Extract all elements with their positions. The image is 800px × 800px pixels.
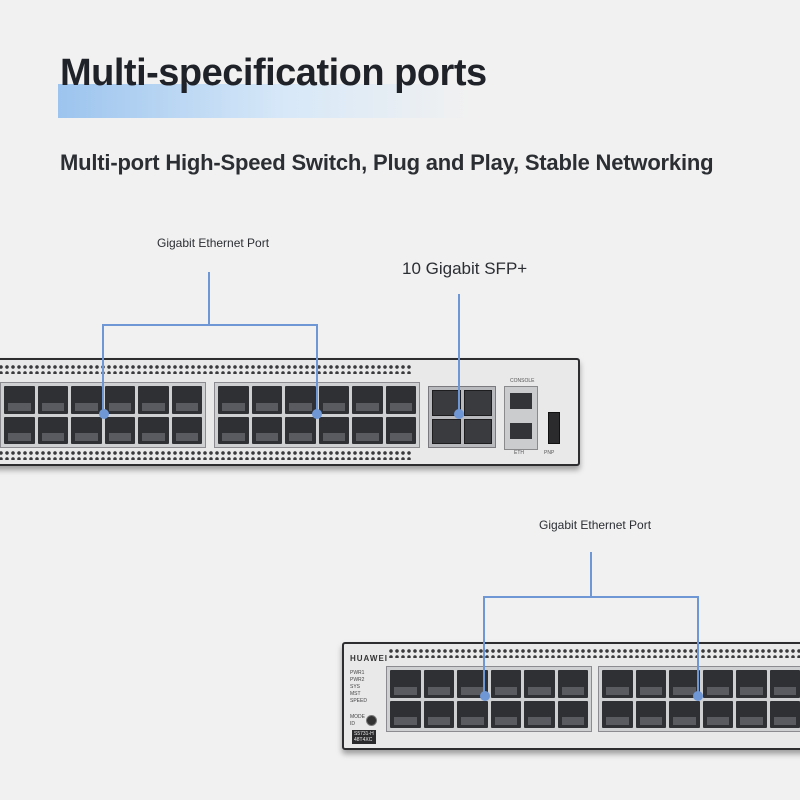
page-title: Multi-specification ports: [60, 52, 487, 94]
sfp-port[interactable]: [463, 390, 492, 416]
switch-top: CONSOLE ETH PNP: [0, 358, 580, 466]
rj45-port[interactable]: [736, 670, 767, 698]
rj45-port[interactable]: [37, 416, 68, 444]
rj45-port[interactable]: [669, 700, 700, 728]
callout-bracket: [102, 324, 318, 416]
callout-dot: [99, 409, 109, 419]
mode-label: MODE ID: [350, 714, 365, 727]
rj45-port[interactable]: [490, 670, 521, 698]
rj45-port-block: [0, 382, 206, 448]
brand-logo: HUAWEI: [350, 654, 388, 663]
rj45-port[interactable]: [138, 386, 169, 414]
rj45-port[interactable]: [251, 416, 282, 444]
rj45-port[interactable]: [218, 386, 249, 414]
rj45-port[interactable]: [285, 386, 316, 414]
mode-button[interactable]: [366, 715, 377, 726]
rj45-port[interactable]: [423, 670, 454, 698]
callout-label-gigabit-top: Gigabit Ethernet Port: [157, 236, 270, 250]
rj45-port[interactable]: [4, 416, 35, 444]
rj45-port[interactable]: [218, 416, 249, 444]
callout-label-sfp: 10 Gigabit SFP+: [402, 259, 528, 278]
console-label: CONSOLE: [510, 378, 535, 384]
vent-strip: [0, 364, 412, 374]
rj45-port[interactable]: [385, 416, 416, 444]
rj45-port[interactable]: [385, 386, 416, 414]
rj45-port[interactable]: [104, 386, 135, 414]
rj45-port[interactable]: [138, 416, 169, 444]
rj45-port[interactable]: [635, 670, 666, 698]
rj45-port[interactable]: [4, 386, 35, 414]
rj45-port[interactable]: [635, 700, 666, 728]
rj45-port[interactable]: [71, 386, 102, 414]
rj45-port[interactable]: [524, 700, 555, 728]
rj45-port[interactable]: [104, 416, 135, 444]
callout-dot: [312, 409, 322, 419]
callout-bracket: [483, 596, 699, 698]
model-label: S5731-H 48T4XC: [352, 730, 376, 744]
rj45-port[interactable]: [352, 386, 383, 414]
rj45-port[interactable]: [423, 700, 454, 728]
rj45-port[interactable]: [524, 670, 555, 698]
rj45-port[interactable]: [37, 386, 68, 414]
page-subtitle: Multi-port High-Speed Switch, Plug and P…: [60, 150, 714, 175]
vent-strip: [388, 648, 800, 658]
rj45-port[interactable]: [251, 386, 282, 414]
callout-label-gigabit-bottom: Gigabit Ethernet Port: [539, 518, 652, 532]
sfp-port[interactable]: [463, 418, 492, 444]
rj45-port[interactable]: [390, 700, 421, 728]
callout-dot: [454, 409, 464, 419]
rj45-port[interactable]: [769, 670, 800, 698]
callout-stem: [590, 552, 592, 598]
rj45-port[interactable]: [285, 416, 316, 444]
callout-dot: [480, 691, 490, 701]
usb-port[interactable]: [548, 412, 560, 444]
callout-dot: [693, 691, 703, 701]
vent-strip: [0, 450, 412, 460]
console-port[interactable]: [510, 393, 532, 409]
rj45-port[interactable]: [318, 386, 349, 414]
sfp-port[interactable]: [432, 418, 461, 444]
rj45-port[interactable]: [702, 670, 733, 698]
rj45-port[interactable]: [602, 670, 633, 698]
eth-management-port[interactable]: [510, 423, 532, 439]
rj45-port[interactable]: [352, 416, 383, 444]
rj45-port[interactable]: [769, 700, 800, 728]
rj45-port[interactable]: [457, 700, 488, 728]
eth-label: ETH: [514, 450, 524, 456]
rj45-port[interactable]: [557, 700, 588, 728]
rj45-port[interactable]: [171, 416, 202, 444]
rj45-port[interactable]: [736, 700, 767, 728]
rj45-port[interactable]: [702, 700, 733, 728]
rj45-port[interactable]: [171, 386, 202, 414]
rj45-port[interactable]: [71, 416, 102, 444]
rj45-port[interactable]: [390, 670, 421, 698]
rj45-port[interactable]: [490, 700, 521, 728]
status-leds: PWR1 PWR2 SYS MST SPEED: [350, 670, 367, 704]
callout-stem: [458, 294, 460, 414]
callout-stem: [208, 272, 210, 326]
pnp-label: PNP: [544, 450, 555, 456]
rj45-port[interactable]: [318, 416, 349, 444]
rj45-port[interactable]: [557, 670, 588, 698]
rj45-port[interactable]: [602, 700, 633, 728]
console-port-block: [504, 386, 538, 450]
title-highlight: [58, 84, 470, 118]
